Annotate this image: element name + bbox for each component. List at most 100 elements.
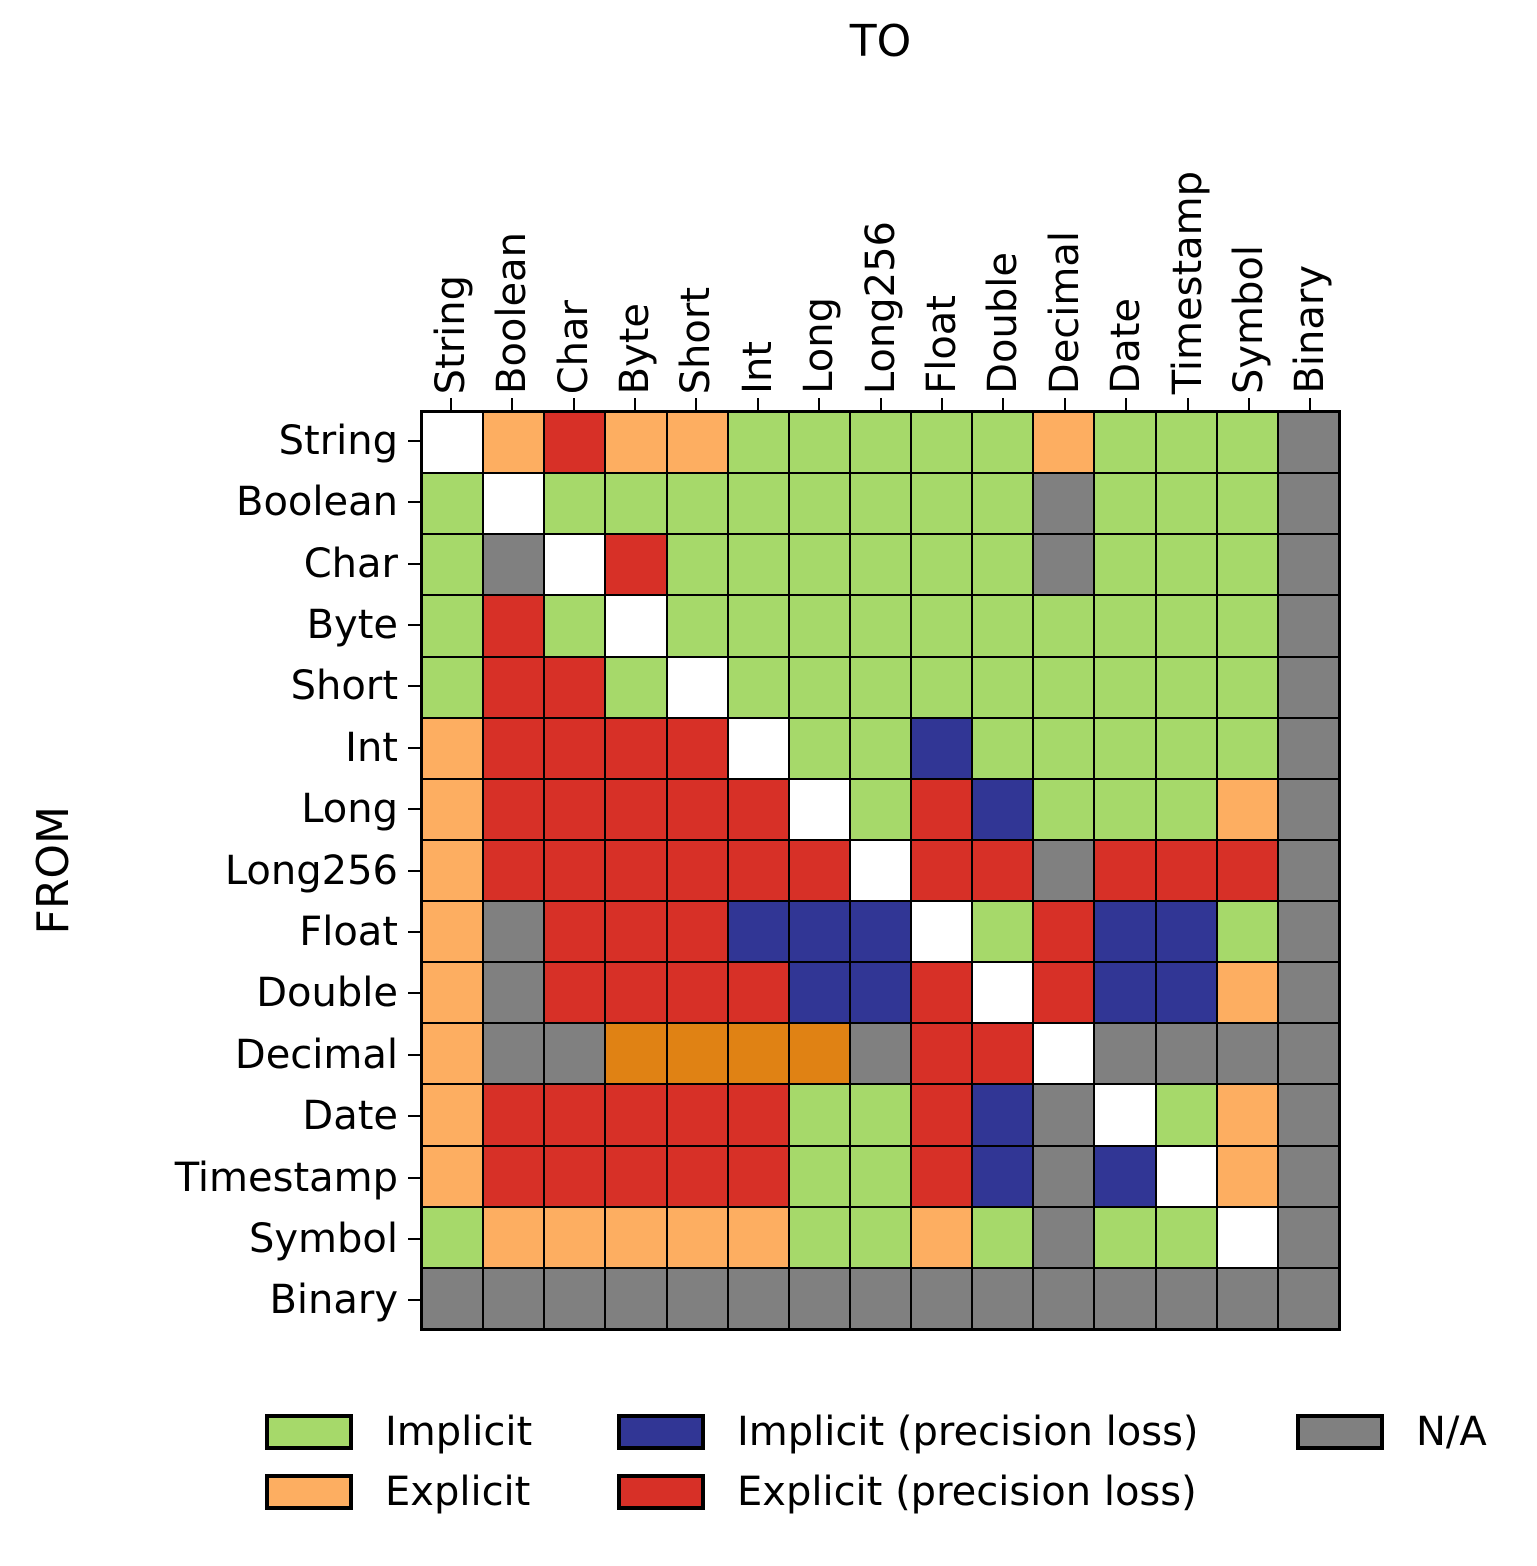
heatmap-cell <box>606 902 666 962</box>
heatmap-cell <box>423 963 483 1023</box>
heatmap-cell <box>973 1146 1033 1206</box>
heatmap-cell <box>545 779 605 839</box>
heatmap-cell <box>606 1146 666 1206</box>
row-label: Date <box>302 1093 398 1140</box>
heatmap-cell <box>912 1024 972 1084</box>
heatmap-cell <box>1278 1268 1338 1328</box>
heatmap-cell <box>1217 1085 1277 1145</box>
heatmap-cell <box>1034 657 1094 717</box>
heatmap-cell <box>423 596 483 656</box>
col-label: Binary <box>1287 265 1334 394</box>
heatmap-cell <box>545 718 605 778</box>
heatmap-cell <box>545 1268 605 1328</box>
heatmap-cell <box>1217 657 1277 717</box>
heatmap-cell <box>1034 1146 1094 1206</box>
heatmap-cell <box>1156 902 1216 962</box>
y-tick <box>408 685 420 688</box>
heatmap-cell <box>1278 963 1338 1023</box>
heatmap-cell <box>850 1024 911 1084</box>
heatmap-cell <box>789 474 849 534</box>
heatmap-cell <box>1095 474 1155 534</box>
heatmap-cell <box>1156 1207 1216 1267</box>
row-label: Short <box>290 663 398 710</box>
x-tick <box>879 398 882 410</box>
heatmap-cell <box>423 657 483 717</box>
heatmap-cell <box>545 657 605 717</box>
heatmap-cell <box>973 1207 1033 1267</box>
row-label: Float <box>299 908 398 955</box>
heatmap-cell <box>545 535 605 595</box>
col-label: Long256 <box>857 220 904 394</box>
heatmap-cell <box>1095 779 1155 839</box>
heatmap-cell <box>606 596 666 656</box>
heatmap-cell <box>1034 535 1094 595</box>
heatmap-cell <box>484 1207 544 1267</box>
heatmap-cell <box>728 1085 788 1145</box>
heatmap-cell <box>1278 902 1338 962</box>
heatmap-cell <box>1156 1146 1216 1206</box>
heatmap-cell <box>667 657 727 717</box>
x-tick <box>633 398 636 410</box>
heatmap-cell <box>484 1085 544 1145</box>
legend-swatch-explicit-precision-loss <box>617 1474 705 1510</box>
heatmap-cell <box>606 413 666 473</box>
heatmap-cell <box>423 1024 483 1084</box>
x-tick <box>818 398 821 410</box>
heatmap-cell <box>1034 1024 1094 1084</box>
heatmap-cell <box>606 718 666 778</box>
y-tick <box>408 562 420 565</box>
heatmap-cell <box>667 596 727 656</box>
heatmap-cell <box>484 840 544 901</box>
heatmap-cell <box>973 1024 1033 1084</box>
heatmap-cell <box>728 535 788 595</box>
heatmap-cell <box>728 902 788 962</box>
heatmap-cell <box>1095 902 1155 962</box>
heatmap-cell <box>973 474 1033 534</box>
heatmap-cell <box>1278 840 1338 901</box>
col-label: Decimal <box>1041 230 1088 394</box>
heatmap-cell <box>789 1207 849 1267</box>
heatmap-cell <box>606 1268 666 1328</box>
heatmap-cell <box>850 1268 911 1328</box>
heatmap-cell <box>1156 474 1216 534</box>
heatmap-cell <box>484 718 544 778</box>
heatmap-cell <box>1156 1024 1216 1084</box>
heatmap-cell <box>606 1024 666 1084</box>
heatmap-cell <box>545 840 605 901</box>
heatmap-cell <box>912 1085 972 1145</box>
heatmap-cell <box>1278 596 1338 656</box>
heatmap-cell <box>912 963 972 1023</box>
x-tick <box>1125 398 1128 410</box>
heatmap-cell <box>667 1146 727 1206</box>
heatmap-cell <box>1278 1207 1338 1267</box>
heatmap-cell <box>1156 718 1216 778</box>
heatmap-cell <box>1278 657 1338 717</box>
heatmap-cell <box>912 474 972 534</box>
heatmap-cell <box>1095 413 1155 473</box>
heatmap-cell <box>850 963 911 1023</box>
heatmap-cell <box>1095 840 1155 901</box>
row-label: Int <box>345 724 398 771</box>
heatmap-cell <box>728 963 788 1023</box>
heatmap-cell <box>667 474 727 534</box>
heatmap-cell <box>789 840 849 901</box>
heatmap-cell <box>1034 840 1094 901</box>
heatmap-cell <box>1278 1146 1338 1206</box>
x-tick <box>1309 398 1312 410</box>
heatmap-cell <box>484 1024 544 1084</box>
heatmap-cell <box>484 1268 544 1328</box>
heatmap-cell <box>728 657 788 717</box>
heatmap-cell <box>912 840 972 901</box>
heatmap-cell <box>912 657 972 717</box>
heatmap-cell <box>1278 1024 1338 1084</box>
col-label: Timestamp <box>1164 170 1211 394</box>
heatmap-cell <box>912 718 972 778</box>
heatmap-cell <box>789 1085 849 1145</box>
heatmap-cell <box>789 596 849 656</box>
heatmap-cell <box>1095 1268 1155 1328</box>
y-tick <box>408 1237 420 1240</box>
heatmap-cell <box>484 657 544 717</box>
heatmap-cell <box>606 779 666 839</box>
heatmap-cell <box>545 1085 605 1145</box>
heatmap-cell <box>545 1207 605 1267</box>
